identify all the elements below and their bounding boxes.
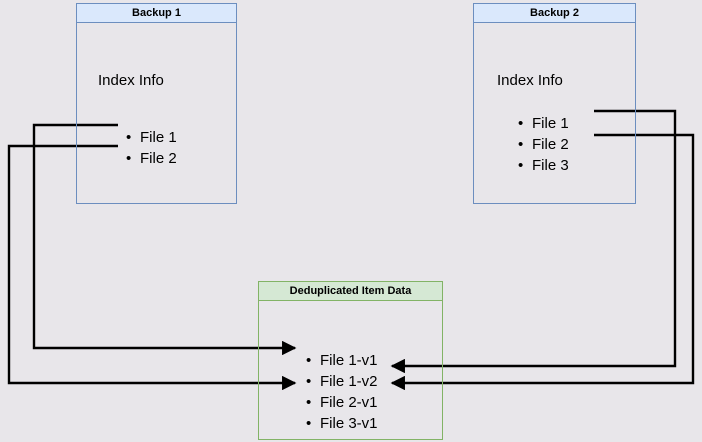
node-deduplicated-item-data-body: File 1-v1 File 1-v2 File 2-v1 File 3-v1 xyxy=(259,301,442,439)
node-backup-2-file-list: File 1 File 2 File 3 xyxy=(516,113,569,176)
list-item: File 1 xyxy=(124,127,177,148)
node-backup-1-header: Backup 1 xyxy=(77,4,236,23)
list-item: File 1-v2 xyxy=(304,371,378,392)
list-item: File 2 xyxy=(516,134,569,155)
node-backup-2-body: Index Info File 1 File 2 File 3 xyxy=(474,23,635,203)
node-deduplicated-item-data-header: Deduplicated Item Data xyxy=(259,282,442,301)
node-backup-1-file-list: File 1 File 2 xyxy=(124,127,177,169)
node-backup-2-index-info-label: Index Info xyxy=(497,72,563,89)
node-deduplicated-item-data[interactable]: Deduplicated Item Data File 1-v1 File 1-… xyxy=(258,281,443,440)
list-item: File 2-v1 xyxy=(304,392,378,413)
list-item: File 2 xyxy=(124,148,177,169)
list-item: File 1 xyxy=(516,113,569,134)
list-item: File 1-v1 xyxy=(304,350,378,371)
node-backup-1-index-info-label: Index Info xyxy=(98,72,164,89)
node-backup-2[interactable]: Backup 2 Index Info File 1 File 2 File 3 xyxy=(473,3,636,204)
list-item: File 3-v1 xyxy=(304,413,378,434)
node-backup-1-body: Index Info File 1 File 2 xyxy=(77,23,236,203)
list-item: File 3 xyxy=(516,155,569,176)
node-backup-2-header: Backup 2 xyxy=(474,4,635,23)
node-backup-1[interactable]: Backup 1 Index Info File 1 File 2 xyxy=(76,3,237,204)
node-deduplicated-item-data-file-list: File 1-v1 File 1-v2 File 2-v1 File 3-v1 xyxy=(304,350,378,434)
